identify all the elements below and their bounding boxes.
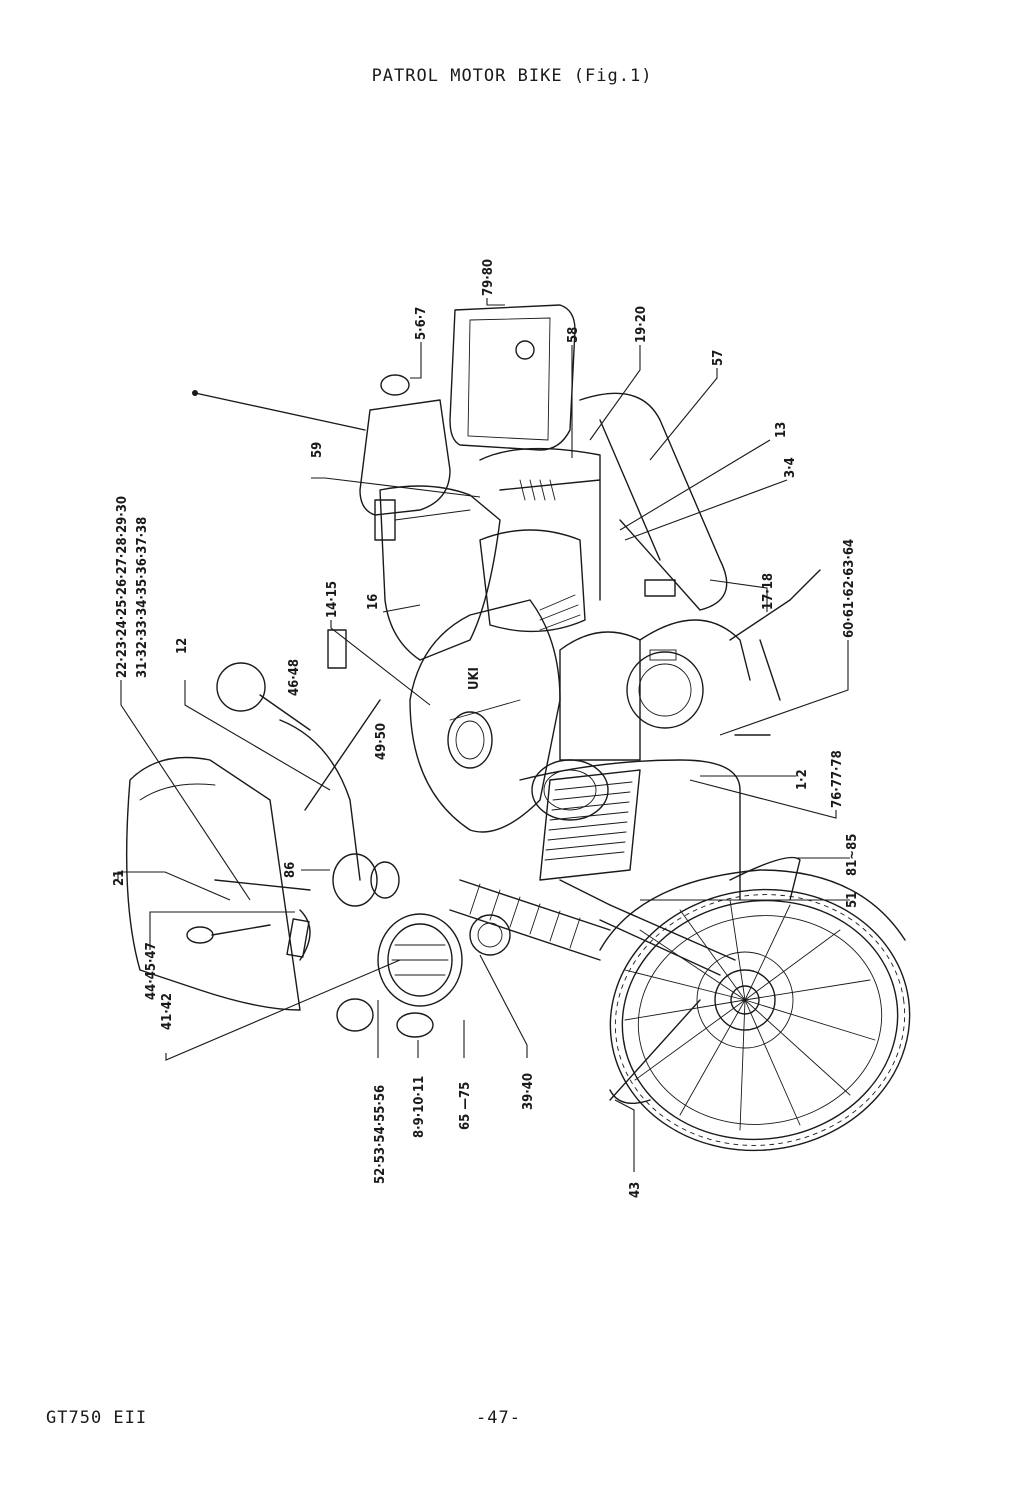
callout-19-20: 19·20	[634, 306, 649, 343]
leader-lines	[117, 298, 850, 1172]
callout-21: 21	[112, 870, 127, 886]
callout-86: 86	[283, 862, 298, 878]
callout-81-85: 81∼85	[845, 834, 860, 876]
page-number: -47-	[476, 1408, 521, 1428]
callout-76-78: 76·77·78	[830, 750, 845, 808]
callout-49-50: 49·50	[374, 723, 389, 760]
motorcycle-drawing: UKI	[125, 304, 911, 1152]
callout-8-11: 8·9·10·11	[412, 1076, 427, 1138]
callout-12: 12	[175, 638, 190, 654]
callout-46-48: 46·48	[287, 659, 302, 696]
callout-65-75: 65 —75	[458, 1082, 473, 1130]
callout-22-30: 22·23·24·25·26·27·28·29·30	[115, 496, 130, 678]
callout-14-15: 14·15	[325, 581, 340, 618]
callout-59: 59	[310, 442, 325, 458]
callout-44-47: 44·45·47	[144, 942, 159, 1000]
callout-43: 43	[628, 1182, 643, 1198]
model-code: GT750 EII	[46, 1408, 148, 1428]
callout-39-40: 39·40	[521, 1073, 536, 1110]
callout-41-42: 41·42	[160, 993, 175, 1030]
callout-13: 13	[774, 422, 789, 438]
callout-3-4: 3·4	[783, 457, 798, 478]
callout-52-56: 52·53·54·55·56	[373, 1085, 388, 1184]
wheel-spokes	[624, 899, 876, 1131]
callout-16: 16	[366, 594, 381, 610]
callout-1-2: 1·2	[795, 769, 810, 790]
callout-51: 51	[845, 892, 860, 908]
callout-58: 58	[566, 327, 581, 343]
callout-17-18: 17·18	[761, 573, 776, 610]
callout-labels: 79·80 5·6·7 58 19·20 57 13 3·4 59 22·23·…	[112, 259, 860, 1198]
callout-57: 57	[711, 350, 726, 366]
page-title: PATROL MOTOR BIKE (Fig.1)	[371, 66, 653, 86]
callout-60-64: 60·61·62·63·64	[842, 539, 857, 638]
tank-badge: UKI	[467, 667, 482, 690]
callout-31-38: 31·32·33·34·35·36·37·38	[135, 517, 150, 678]
callout-5-6-7: 5·6·7	[414, 307, 429, 340]
callout-79-80: 79·80	[481, 259, 496, 296]
